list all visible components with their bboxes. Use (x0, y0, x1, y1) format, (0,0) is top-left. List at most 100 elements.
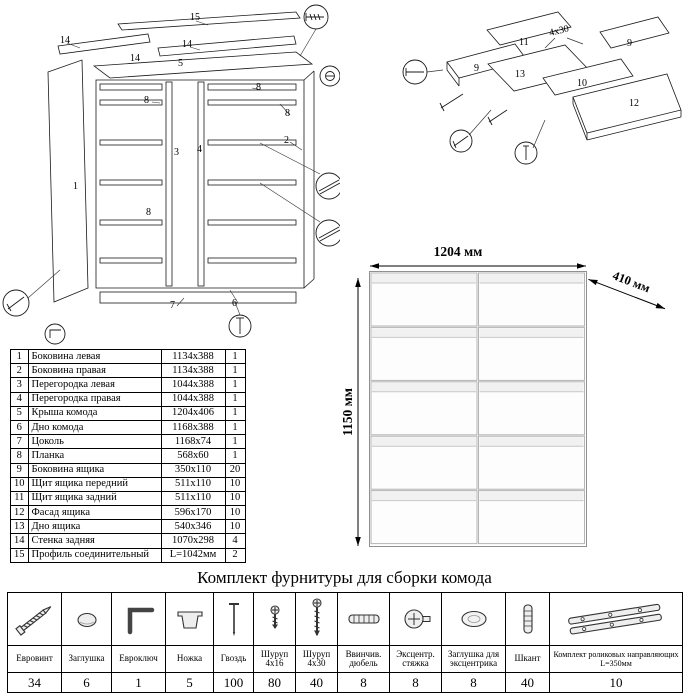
part-callout: 5 (178, 58, 183, 69)
hardware-name: Гвоздь (214, 645, 253, 672)
part-qty: 10 (224, 519, 246, 535)
part-name: Планка (27, 448, 162, 464)
cam-lock-icon (390, 593, 441, 645)
drawer-callouts: 11 4x30 9 13 10 9 12 (474, 23, 639, 109)
drawer-leaders (426, 37, 584, 149)
part-size: L=1042мм (160, 547, 226, 563)
exploded-view-main: 15 14 14 14 5 8 8 8 3 4 2 1 8 7 6 (2, 4, 340, 345)
hardware-item-dowel-screw: Ввинчив. дюбель 8 (338, 593, 390, 692)
part-name: Боковина левая (27, 348, 162, 365)
part-name: Дно ящика (27, 519, 162, 535)
part-qty: 1 (224, 348, 246, 365)
cap-icon (62, 593, 111, 645)
part-size: 1070x298 (160, 533, 226, 549)
hardware-qty: 10 (550, 672, 682, 692)
screw-detail-icon (228, 314, 252, 338)
hardware-name: Евроключ (112, 645, 165, 672)
dresser-front-view (369, 271, 587, 547)
part-size: 596x170 (160, 505, 226, 521)
part-size: 1204x406 (160, 405, 226, 421)
hardware-name: Шуруп 4x30 (296, 645, 337, 672)
part-name: Профиль соединительный (27, 547, 162, 563)
cam-cap-icon (442, 593, 505, 645)
part-qty: 10 (224, 505, 246, 521)
part-name: Стенка задняя (27, 533, 162, 549)
hardware-name: Комплект роликовых направляющих L=350мм (550, 645, 682, 672)
part-name: Боковина правая (27, 363, 162, 379)
part-number: 6 (10, 419, 29, 436)
part-qty: 1 (224, 391, 246, 407)
part-qty: 1 (224, 377, 246, 393)
leg-icon (166, 593, 213, 645)
part-callout: 12 (629, 98, 639, 109)
screw-in-dowel-icon (338, 593, 389, 645)
roller-guides-icon (550, 593, 682, 645)
part-number: 9 (10, 462, 29, 478)
part-size: 1044x388 (160, 391, 226, 407)
part-callout: 13 (515, 69, 525, 80)
part-number: 13 (10, 519, 29, 535)
part-callout: 6 (232, 298, 237, 309)
hardware-name: Евровинт (8, 645, 61, 672)
part-callout: 3 (174, 147, 179, 158)
part-number: 15 (10, 547, 29, 563)
drawer-detail-bubbles (402, 59, 538, 165)
screw-glyph-1 (305, 13, 324, 21)
part-qty: 10 (224, 490, 246, 507)
part-name: Фасад ящика (27, 505, 162, 521)
part-callout: 14 (182, 39, 192, 50)
part-callout: 8 (256, 82, 261, 93)
part-name: Дно комода (27, 419, 162, 436)
part-number: 5 (10, 405, 29, 421)
part-qty: 1 (224, 405, 246, 421)
part-name: Перегородка левая (27, 377, 162, 393)
part-size: 1134x388 (160, 348, 226, 365)
rail-detail-icon-2 (315, 219, 340, 247)
hardware-qty: 34 (8, 672, 61, 692)
screw-detail-icon-2 (2, 289, 30, 317)
part-callout: 4 (197, 144, 202, 155)
dresser-carcass-drawing (47, 11, 315, 304)
rail-detail-icon (315, 172, 340, 200)
hardware-item-nail: Гвоздь 100 (214, 593, 254, 692)
hardware-item-wood-dowel: Шкант 40 (506, 593, 550, 692)
hardware-item-leg: Ножка 5 (166, 593, 214, 692)
hardware-name: Заглушка (62, 645, 111, 672)
part-name: Щит ящика передний (27, 476, 162, 492)
part-size: 350x110 (160, 462, 226, 478)
part-callout: 8 (285, 108, 290, 119)
hardware-item-cap: Заглушка 6 (62, 593, 112, 692)
part-callout: 15 (190, 12, 200, 23)
hardware-item-screw-4x30: Шуруп 4x30 40 (296, 593, 338, 692)
euroscrew-detail-icon (303, 4, 329, 30)
hardware-qty: 40 (506, 672, 549, 692)
part-size: 568x60 (160, 448, 226, 464)
screw-4x30-icon (296, 593, 337, 645)
part-qty: 10 (224, 476, 246, 492)
part-callout: 8 (144, 95, 149, 106)
hardware-item-roller-guides: Комплект роликовых направляющих L=350мм … (550, 593, 682, 692)
screw-detail-icon (402, 59, 428, 85)
part-number: 14 (10, 533, 29, 549)
part-number: 2 (10, 363, 29, 379)
part-number: 7 (10, 434, 29, 450)
detail-bubbles (2, 4, 340, 345)
part-name: Боковина ящика (27, 462, 162, 478)
width-label: 1204 мм (434, 244, 483, 259)
hardware-qty: 5 (166, 672, 213, 692)
part-number: 4 (10, 391, 29, 407)
hardware-qty: 40 (296, 672, 337, 692)
part-callout: 2 (284, 135, 289, 146)
wood-dowel-icon (506, 593, 549, 645)
exploded-view-drawer: 11 4x30 9 13 10 9 12 (402, 11, 682, 165)
hexkey-icon (112, 593, 165, 645)
leader-lines (27, 20, 321, 316)
